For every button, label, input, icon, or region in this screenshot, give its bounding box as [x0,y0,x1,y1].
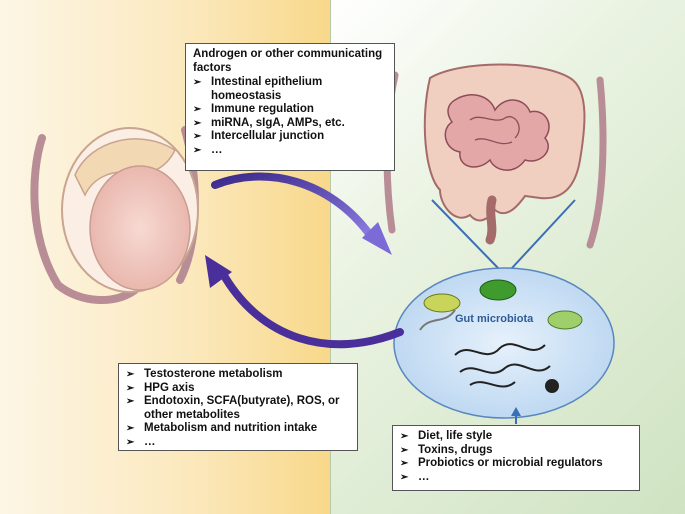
list-item: … [193,144,387,158]
microbes-illustration [419,279,583,393]
list-item: Metabolism and nutrition intake [126,422,350,436]
communicating-factors-box: Androgen or other communicating factors … [185,43,395,171]
connector-line-left [431,199,499,269]
intestine-illustration [383,63,607,249]
list-item: HPG axis [126,382,350,396]
list-item: Endotoxin, SCFA(butyrate), ROS, or other… [126,395,350,422]
list-item: Testosterone metabolism [126,368,350,382]
input-arrow-head [511,407,521,416]
regulators-box: Diet, life style Toxins, drugs Probiotic… [392,425,640,491]
list-item: Intercellular junction [193,130,387,144]
list-item: Probiotics or microbial regulators [400,457,632,471]
list-item: Toxins, drugs [400,444,632,458]
list-item: miRNA, sIgA, AMPs, etc. [193,117,387,131]
connector-line-right [511,199,576,269]
list-item: Diet, life style [400,430,632,444]
list-item: Intestinal epithelium homeostasis [193,76,387,103]
list-item: … [400,471,632,485]
communicating-factors-heading: Androgen or other communicating factors [193,48,383,74]
gut-microbiota-label: Gut microbiota [455,313,534,325]
list-item: Immune regulation [193,103,387,117]
list-item: … [126,436,350,450]
crosstalk-arrows [205,172,404,349]
metabolism-factors-box: Testosterone metabolism HPG axis Endotox… [118,363,358,451]
testis-illustration [30,126,199,304]
